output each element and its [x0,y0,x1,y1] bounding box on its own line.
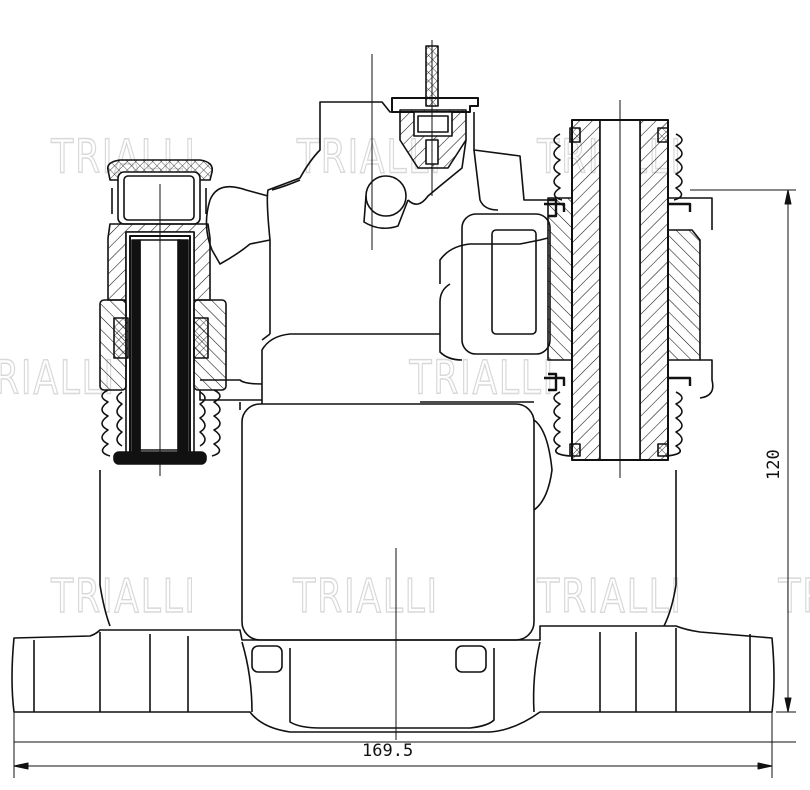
mounting-bracket [11,625,775,733]
watermark-text: TRIALLI [293,569,439,622]
width-dimension-label: 169.5 [362,741,413,761]
centre-lines [159,40,621,740]
caliper-housing [99,101,677,641]
watermark-text: TRIALLI [409,351,555,404]
watermark-text: TRIALLI [778,569,810,622]
dimension-lines [13,189,796,778]
watermark-text: TRIALLI [0,351,116,404]
brake-piston [544,119,714,461]
watermark-text: TRIALLI [536,569,682,622]
left-guide-pin [99,159,227,465]
watermark-text: TRIALLI [50,569,196,622]
height-dimension-label: 120 [764,449,784,480]
